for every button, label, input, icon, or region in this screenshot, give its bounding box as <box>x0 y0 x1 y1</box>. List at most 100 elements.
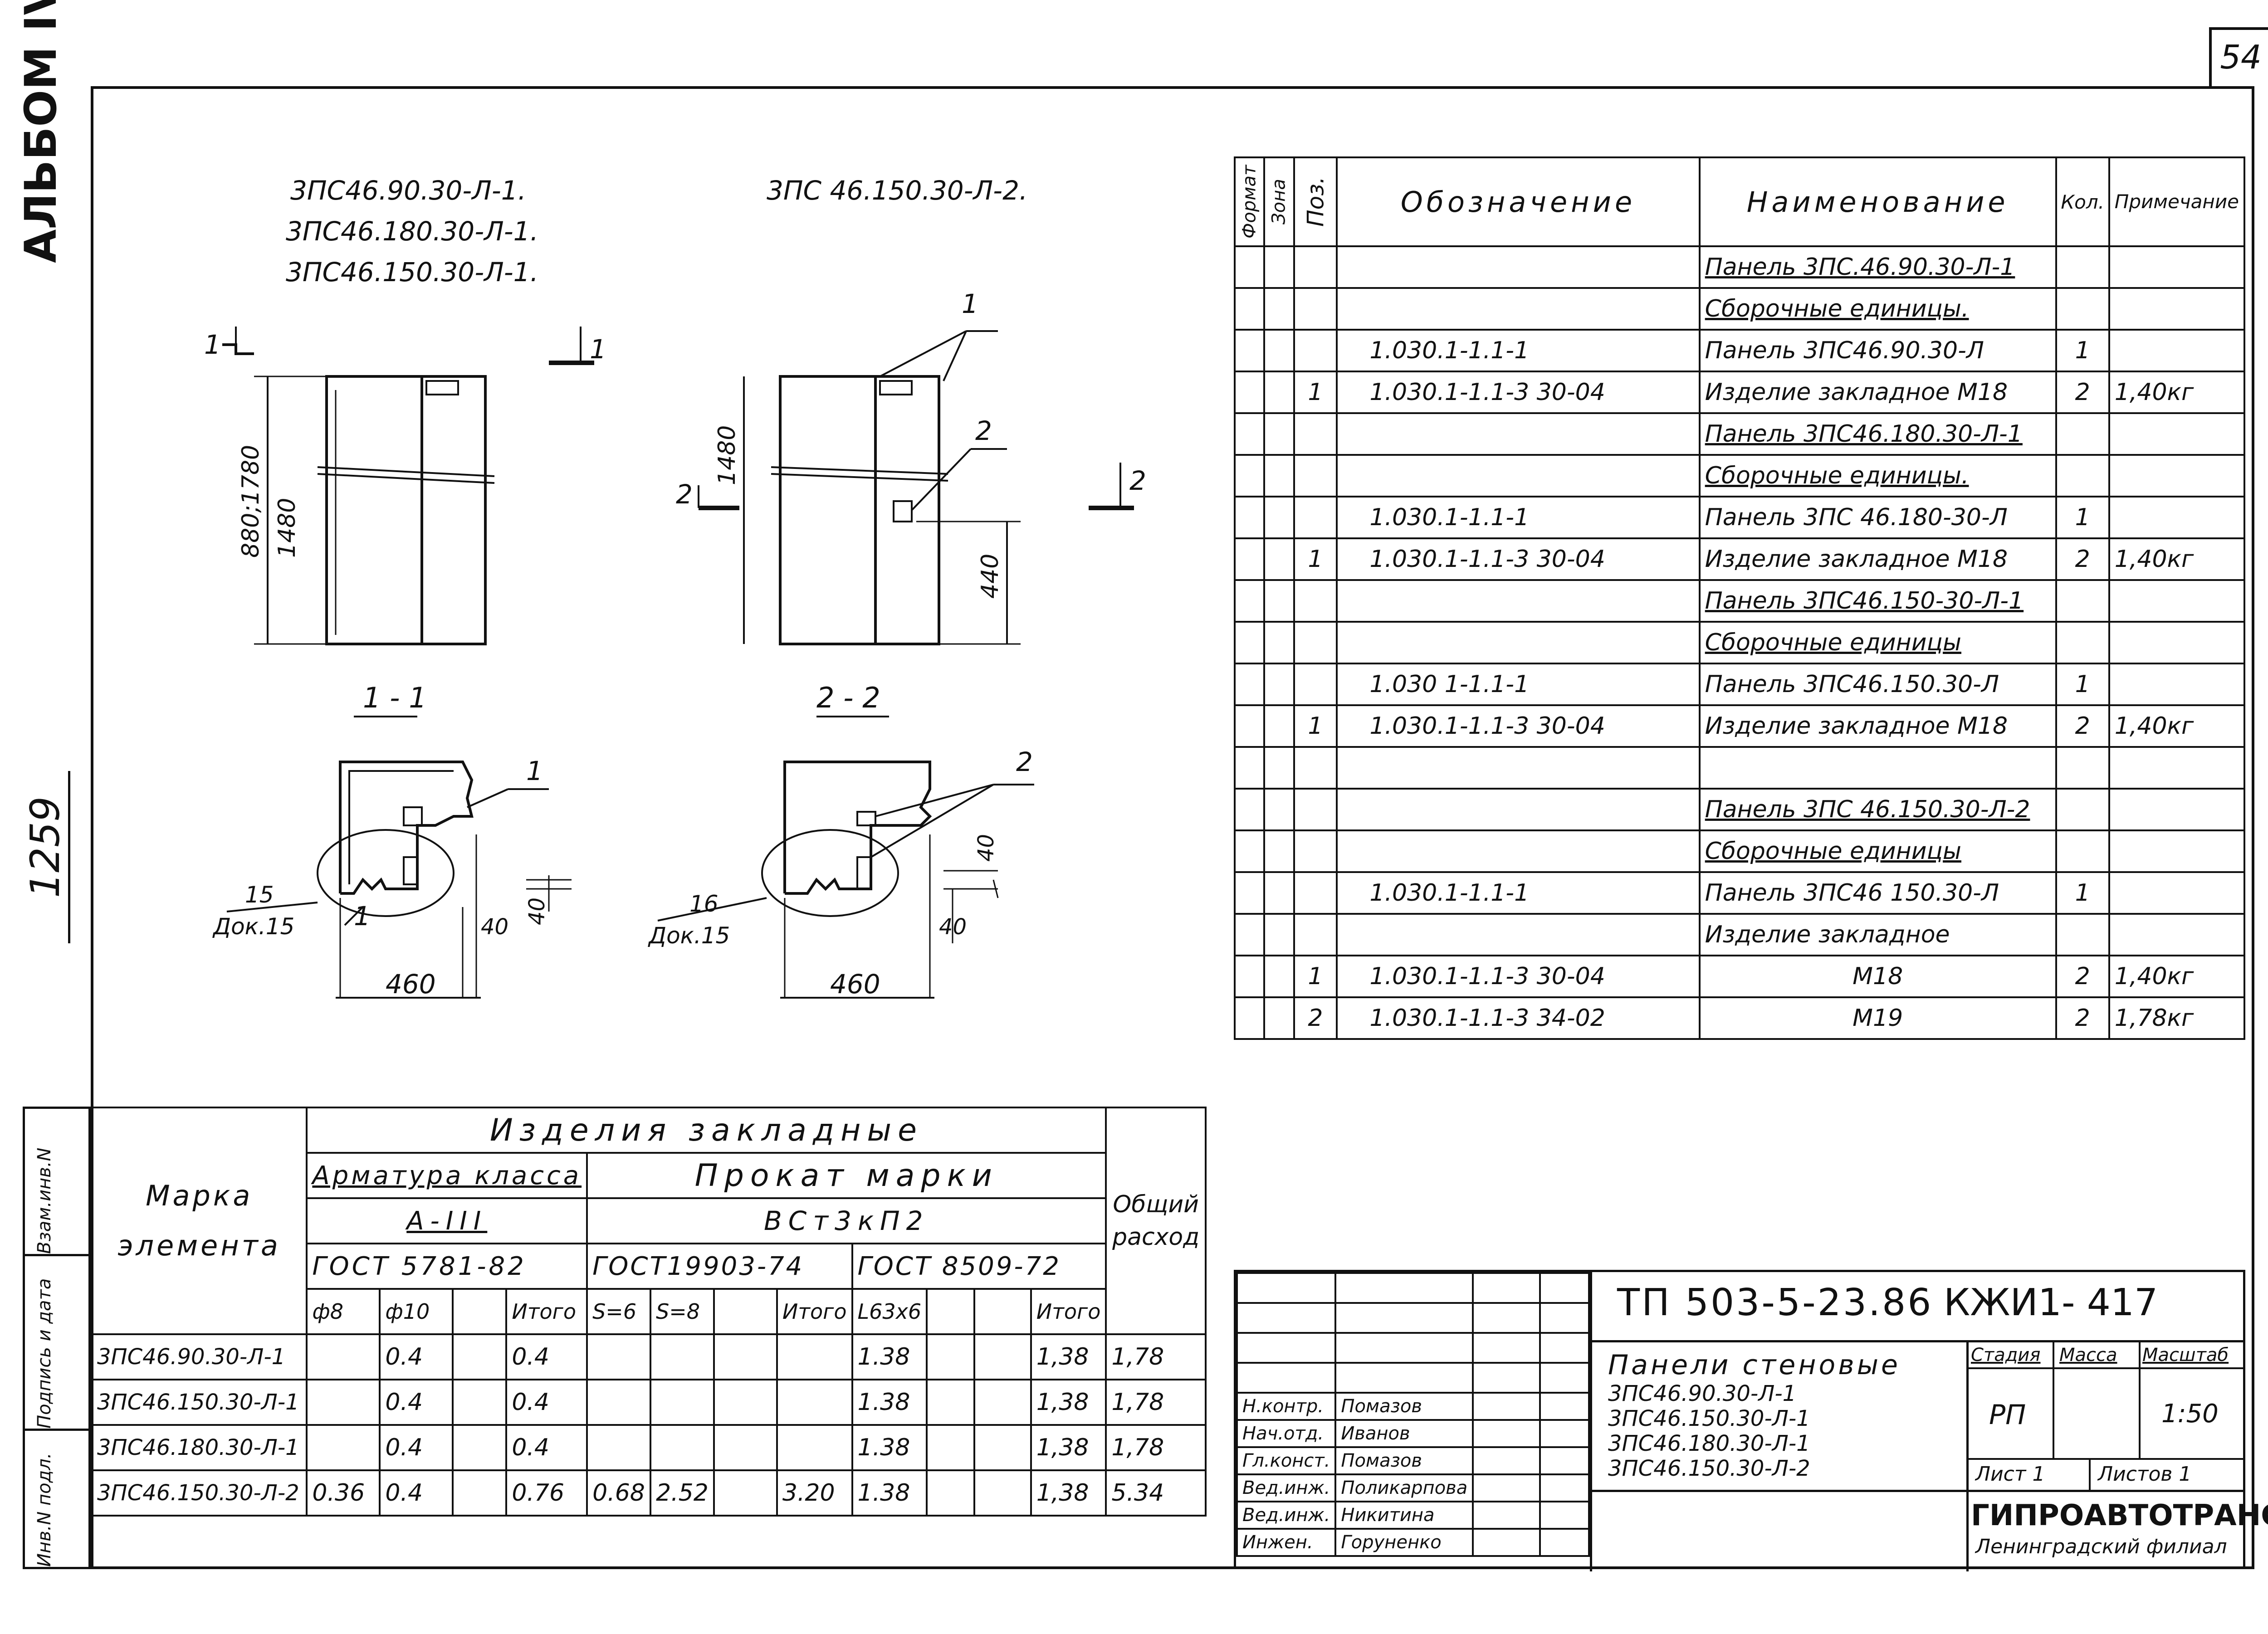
spec-zone <box>1263 579 1295 623</box>
spec-format <box>1233 496 1266 539</box>
cons-value <box>926 1469 976 1517</box>
spec-note <box>2108 746 2246 790</box>
cons-subheader <box>452 1288 508 1335</box>
role-signature <box>1472 1419 1541 1448</box>
role-name: Никитина <box>1334 1501 1474 1530</box>
spec-designation: 1.030.1-1.1-1 <box>1336 496 1701 539</box>
spec-row: Панель 3ПС.46.90.30-Л-1 <box>1233 245 2246 289</box>
title-empty-cell <box>1539 1302 1590 1334</box>
cons-mark: 3ПС46.150.30-Л-2 <box>90 1469 308 1517</box>
col-pos: Поз. <box>1294 157 1337 246</box>
right-panel-outline <box>779 375 940 645</box>
cons-value: 0.36 <box>306 1469 381 1517</box>
cons-value: 0.4 <box>379 1379 454 1426</box>
rebar-class: А-III <box>306 1197 588 1244</box>
cons-value <box>973 1379 1032 1426</box>
role-signature <box>1472 1446 1541 1475</box>
spec-designation: 1.030.1-1.1-3 30-04 <box>1336 955 1701 998</box>
cons-value: 1,38 <box>1030 1469 1107 1517</box>
spec-pos <box>1293 871 1338 915</box>
spec-zone <box>1263 955 1295 998</box>
role-label: Инжен. <box>1236 1528 1337 1557</box>
spec-note <box>2108 621 2246 664</box>
spec-format <box>1233 287 1266 331</box>
spec-zone <box>1263 412 1295 456</box>
title-empty-row <box>1236 1272 1590 1304</box>
col-designation: Обозначение <box>1336 156 1701 247</box>
mark-header: Марка элемента <box>90 1107 308 1335</box>
cons-value <box>306 1333 381 1380</box>
spec-zone <box>1263 287 1295 331</box>
spec-qty: 2 <box>2055 704 2110 748</box>
spec-note <box>2108 829 2246 873</box>
spec-qty: 1 <box>2055 496 2110 539</box>
spec-qty <box>2055 454 2110 498</box>
node-16-doc: Док.15 <box>648 922 730 949</box>
title-empty-row <box>1236 1332 1590 1364</box>
spec-format <box>1233 663 1266 706</box>
rebar-gost: ГОСТ 5781-82 <box>306 1243 588 1290</box>
spec-note: 1,40кг <box>2108 704 2246 748</box>
section-1-1-title: 1 - 1 <box>363 681 427 714</box>
title-role-row: Нач.отд.Иванов <box>1236 1419 1590 1448</box>
side-field-replace: Взам.инв.N <box>34 1147 55 1254</box>
role-signature <box>1472 1501 1541 1530</box>
role-date <box>1539 1392 1590 1421</box>
cons-value: 1.38 <box>851 1424 928 1471</box>
title-empty-cell <box>1334 1362 1474 1394</box>
cons-total: 1,78 <box>1105 1379 1207 1426</box>
cons-value <box>973 1469 1032 1517</box>
role-label: Гл.конст. <box>1236 1446 1337 1475</box>
spec-name: Панель 3ПС46.150.30-Л <box>1698 663 2057 706</box>
section-2-2-title: 2 - 2 <box>816 681 880 714</box>
cut-mark-1-left: 1 <box>204 329 221 360</box>
cons-value <box>452 1424 508 1471</box>
spec-format <box>1233 704 1266 748</box>
section-1-dim-40: 40 <box>481 914 508 940</box>
spec-name: Панель 3ПС46.90.30-Л <box>1698 329 2057 372</box>
mass-label: Масса <box>2059 1345 2117 1366</box>
title-empty-cell <box>1539 1332 1590 1364</box>
cons-value <box>973 1333 1032 1380</box>
spec-name: Панель 3ПС46 150.30-Л <box>1698 871 2057 915</box>
spec-format <box>1233 245 1266 289</box>
cons-value: 1,38 <box>1030 1379 1107 1426</box>
spec-zone <box>1263 496 1295 539</box>
role-name: Поликарпова <box>1334 1473 1474 1502</box>
cons-value <box>586 1424 652 1471</box>
spec-qty: 2 <box>2055 371 2110 414</box>
rolled-header: Прокат марки <box>586 1152 1107 1199</box>
side-number: 1259 <box>22 796 68 898</box>
spec-name: М18 <box>1698 955 2057 998</box>
title-panel-3: 3ПС46.180.30-Л-1 <box>1608 1431 1810 1456</box>
sheet-code: КЖИ1- 417 <box>1944 1281 2158 1324</box>
spec-zone <box>1263 913 1295 956</box>
spec-designation <box>1336 621 1701 664</box>
side-field-signature: Подпись и дата <box>34 1278 55 1429</box>
cons-subheader: Итого <box>505 1288 588 1335</box>
cons-value <box>926 1424 976 1471</box>
node-15-doc: Док.15 <box>212 913 294 940</box>
col-format: Формат <box>1235 157 1265 246</box>
spec-format <box>1233 412 1266 456</box>
section-1-pos-b: 1 <box>354 901 371 932</box>
spec-note: 1,40кг <box>2108 371 2246 414</box>
cons-value <box>713 1379 778 1426</box>
title-role-row: Вед.инж.Поликарпова <box>1236 1473 1590 1502</box>
album-label: АЛЬБОМ IV <box>15 0 66 263</box>
spec-designation <box>1336 412 1701 456</box>
cons-value: 0.4 <box>505 1424 588 1471</box>
spec-pos: 1 <box>1293 704 1338 748</box>
spec-zone <box>1263 746 1295 790</box>
cons-value: 3.20 <box>776 1469 853 1517</box>
cons-mark: 3ПС46.180.30-Л-1 <box>90 1424 308 1471</box>
dim-right-440: 440 <box>977 554 1004 599</box>
rolled-grade: ВСт3кП2 <box>586 1197 1107 1244</box>
embedded-header: Изделия закладные <box>306 1107 1107 1154</box>
spec-qty: 1 <box>2055 663 2110 706</box>
section-2-dim-40-v: 40 <box>973 834 999 862</box>
